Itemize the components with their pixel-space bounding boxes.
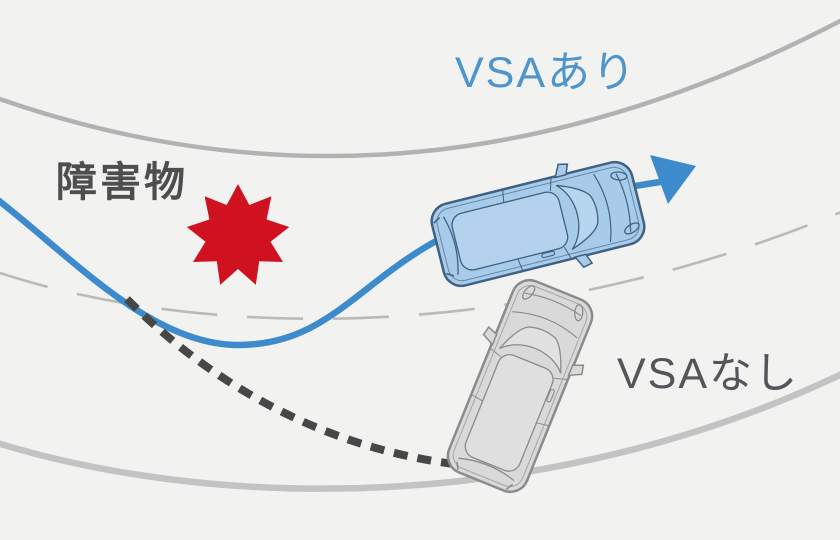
road-edge-top-line <box>0 18 840 159</box>
vsa-on-label: VSAあり <box>455 49 638 97</box>
starburst-icon <box>186 184 290 285</box>
obstacle-label: 障害物 <box>56 159 188 205</box>
arrow-up-right-icon <box>650 155 696 204</box>
vsa-off-path-dashed-line <box>124 296 463 469</box>
car-without-vsa <box>432 270 608 502</box>
car-with-vsa <box>425 147 651 301</box>
road-center-dashed-line <box>0 211 840 321</box>
road-edge-bottom-line <box>0 371 840 492</box>
vsa-off-label: VSAなし <box>617 350 800 398</box>
